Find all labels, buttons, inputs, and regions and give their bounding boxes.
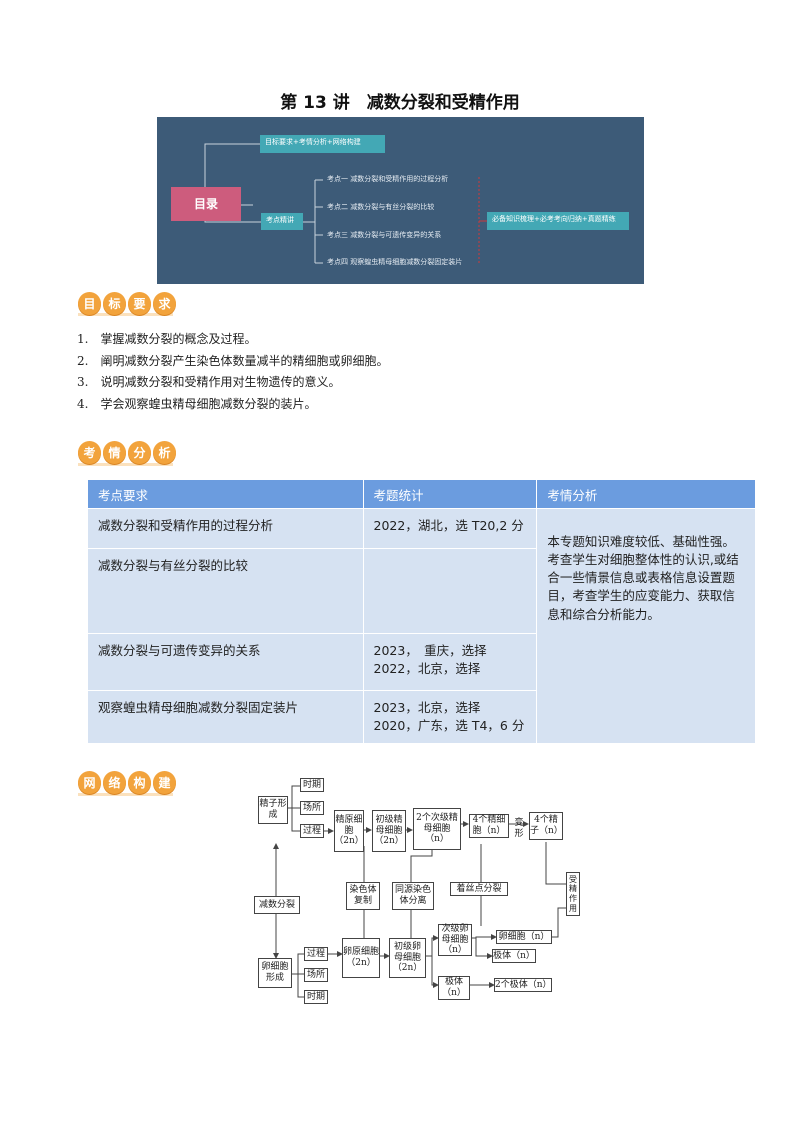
list-item: 3. 说明减数分裂和受精作用对生物遗传的意义。 xyxy=(77,375,341,390)
table-header: 考情分析 xyxy=(536,479,756,509)
table-cell-point: 减数分裂与有丝分裂的比较 xyxy=(87,548,364,634)
secondary-oocyte-node: 次级卵母细胞（n） xyxy=(438,924,472,956)
section-char: 求 xyxy=(153,292,176,315)
section-char: 考 xyxy=(78,441,101,464)
toc-banner: 目标要求+考情分析+网络构建 目录 考点精讲 考点一 减数分裂和受精作用的过程分… xyxy=(157,117,644,284)
table-cell-stats: 2023，北京，选择 2020，广东，选 T4，6 分 xyxy=(362,689,538,745)
egg-time-node: 时期 xyxy=(304,990,328,1004)
section-goals-header: 目 标 要 求 xyxy=(78,292,176,315)
sperm-node: 4个精子（n） xyxy=(529,812,563,840)
section-char: 建 xyxy=(153,771,176,794)
section-char: 目 xyxy=(78,292,101,315)
time-node: 时期 xyxy=(300,778,324,792)
table-header: 考题统计 xyxy=(362,479,538,509)
spermatogonium-node: 精原细胞（2n） xyxy=(334,810,364,852)
secondary-spermatocyte-node: 2个次级精母细胞（n） xyxy=(413,808,461,850)
diagram-connectors xyxy=(273,785,566,998)
egg-cell-node: 卵细胞（n） xyxy=(496,930,552,944)
section-char: 网 xyxy=(78,771,101,794)
list-item: 4. 学会观察蝗虫精母细胞减数分裂的装片。 xyxy=(77,396,317,411)
sperm-formation-node: 精子形成 xyxy=(258,796,288,824)
section-char: 要 xyxy=(128,292,151,315)
section-underline xyxy=(78,313,173,316)
chromosome-replication-node: 染色体复制 xyxy=(346,882,380,910)
section-char: 情 xyxy=(103,441,126,464)
goals-list: 1. 掌握减数分裂的概念及过程。 2. 阐明减数分裂产生染色体数量减半的精细胞或… xyxy=(77,329,388,415)
table-cell-stats xyxy=(362,548,538,634)
toc-point-3: 考点三 减数分裂与可遗传变异的关系 xyxy=(327,231,442,239)
oogonium-node: 卵原细胞（2n） xyxy=(342,938,380,978)
list-item: 2. 阐明减数分裂产生染色体数量减半的精细胞或卵细胞。 xyxy=(77,353,389,368)
table-cell-stats: 2022，湖北，选 T20,2 分 xyxy=(362,508,538,549)
egg-formation-node: 卵细胞形成 xyxy=(258,958,292,988)
toc-left-label: 目录 xyxy=(171,187,241,221)
section-char: 分 xyxy=(128,441,151,464)
toc-point-4: 考点四 观察蝗虫精母细胞减数分裂固定装片 xyxy=(327,258,463,266)
stat-line: 2020，广东，选 T4，6 分 xyxy=(373,718,525,734)
fertilization-node: 受精作用 xyxy=(566,872,580,916)
egg-place-node: 场所 xyxy=(304,968,328,982)
section-char: 标 xyxy=(103,292,126,315)
section-char: 构 xyxy=(128,771,151,794)
primary-oocyte-node: 初级卵母细胞（2n） xyxy=(389,938,426,978)
table-header-row: 考点要求 考题统计 考情分析 xyxy=(87,479,756,509)
homolog-separation-node: 同源染色体分离 xyxy=(392,882,434,910)
table-cell-analysis: 本专题知识难度较低、基础性强。考查学生对细胞整体性的认识,或结合一些情景信息或表… xyxy=(536,507,756,745)
table-row: 减数分裂和受精作用的过程分析 2022，湖北，选 T20,2 分 本专题知识难度… xyxy=(87,507,756,745)
exam-analysis-table: 考点要求 考题统计 考情分析 减数分裂和受精作用的过程分析 2022，湖北，选 … xyxy=(87,479,756,745)
transform-label: 变形 xyxy=(514,818,524,839)
section-char: 析 xyxy=(153,441,176,464)
toc-point-1: 考点一 减数分裂和受精作用的过程分析 xyxy=(327,175,449,183)
centromere-split-node: 着丝点分裂 xyxy=(450,882,508,896)
section-analysis-header: 考 情 分 析 xyxy=(78,441,176,464)
place-node: 场所 xyxy=(300,801,324,815)
toc-mid-label: 考点精讲 xyxy=(261,213,303,230)
section-network-header: 网 络 构 建 xyxy=(78,771,176,794)
table-cell-stats: 2023， 重庆，选择 2022，北京，选择 xyxy=(362,633,538,691)
table-row: 减数分裂与可遗传变异的关系 2023， 重庆，选择 2022，北京，选择 xyxy=(87,633,756,691)
stat-line: 2022，湖北，选 T20,2 分 xyxy=(373,518,524,533)
concept-diagram: 减数分裂 精子形成 时期 场所 过程 精原细胞（2n） 初级精母细胞（2n） 2… xyxy=(246,778,590,1010)
table-row: 减数分裂与有丝分裂的比较 xyxy=(87,548,756,634)
egg-process-node: 过程 xyxy=(304,947,328,961)
polar-body-node: 极体（n） xyxy=(438,976,470,1000)
table-cell-point: 减数分裂和受精作用的过程分析 xyxy=(87,508,364,549)
section-underline xyxy=(78,463,173,466)
section-underline xyxy=(78,793,173,796)
two-polar-bodies-node: 2个极体（n） xyxy=(494,978,552,992)
toc-point-2: 考点二 减数分裂与有丝分裂的比较 xyxy=(327,203,435,211)
page-title: 第 13 讲 减数分裂和受精作用 xyxy=(280,93,520,113)
process-node: 过程 xyxy=(300,824,324,838)
root-node: 减数分裂 xyxy=(254,896,300,914)
table-header: 考点要求 xyxy=(87,479,364,509)
stat-line: 2023，北京，选择 xyxy=(373,700,481,715)
primary-spermatocyte-node: 初级精母细胞（2n） xyxy=(372,810,406,852)
toc-top-item: 目标要求+考情分析+网络构建 xyxy=(260,135,385,153)
toc-right-item: 必备知识梳理+必考考向归纳+真题精练 xyxy=(487,212,629,230)
table-cell-point: 减数分裂与可遗传变异的关系 xyxy=(87,633,364,691)
stat-line: 2023， 重庆，选择 xyxy=(373,643,487,658)
list-item: 1. 掌握减数分裂的概念及过程。 xyxy=(77,332,257,346)
stat-line: 2022，北京，选择 xyxy=(373,661,481,677)
polar-body-2-node: 极体（n） xyxy=(492,949,536,963)
spermatid-node: 4个精细胞（n） xyxy=(469,814,509,838)
table-cell-point: 观察蝗虫精母细胞减数分裂固定装片 xyxy=(87,689,364,745)
section-char: 络 xyxy=(103,771,126,794)
table-row: 观察蝗虫精母细胞减数分裂固定装片 2023，北京，选择 2020，广东，选 T4… xyxy=(87,689,756,745)
